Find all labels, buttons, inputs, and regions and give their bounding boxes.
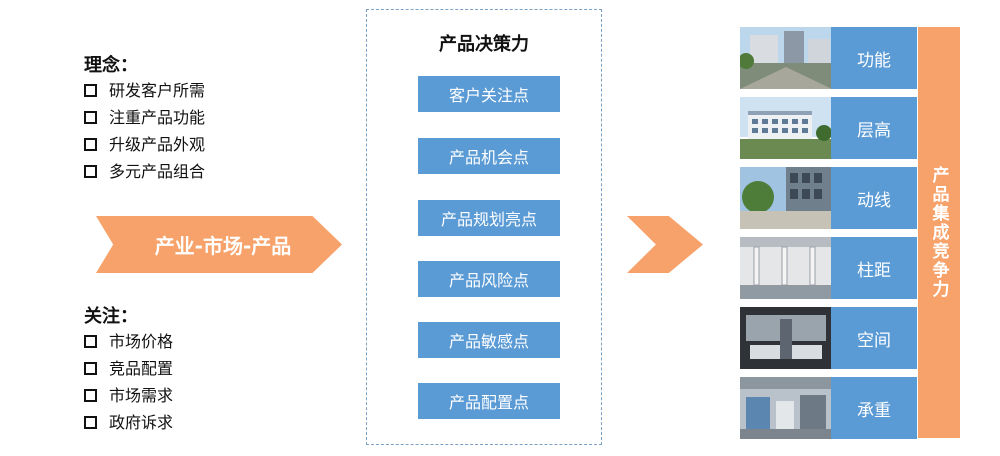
decision-title: 产品决策力 — [439, 34, 529, 55]
feature-floor-height: 层高 — [831, 97, 917, 159]
focus-list: 市场价格 竞品配置 市场需求 政府诉求 — [84, 328, 173, 436]
focus-item-label: 政府诉求 — [109, 413, 174, 432]
concept-title: 理念： — [84, 55, 138, 76]
competitiveness-bar: 产品集成竞争力 — [918, 27, 960, 438]
checkbox-icon — [84, 362, 97, 375]
feature-space: 空间 — [831, 307, 917, 369]
checkbox-icon — [84, 84, 97, 97]
competitiveness-label: 产品集成竞争力 — [928, 166, 949, 299]
concept-item-label: 升级产品外观 — [109, 135, 206, 154]
focus-item-label: 市场价格 — [109, 332, 174, 351]
concept-item-label: 多元产品组合 — [109, 162, 206, 181]
checkbox-icon — [84, 138, 97, 151]
concept-item: 研发客户所需 — [84, 77, 205, 104]
focus-item: 政府诉求 — [84, 409, 173, 436]
concept-item: 注重产品功能 — [84, 104, 205, 131]
feature-circulation: 动线 — [831, 167, 917, 229]
checkbox-icon — [84, 416, 97, 429]
feature-column-spacing: 柱距 — [831, 237, 917, 299]
concept-item-label: 研发客户所需 — [109, 81, 206, 100]
checkbox-icon — [84, 389, 97, 402]
focus-item-label: 市场需求 — [109, 386, 174, 405]
industry-market-product-arrow: 产业-市场-产品 — [96, 216, 342, 273]
concept-list: 研发客户所需 注重产品功能 升级产品外观 多元产品组合 — [84, 77, 205, 185]
decision-item: 产品配置点 — [418, 383, 560, 419]
concept-item-label: 注重产品功能 — [109, 108, 206, 127]
circulation-photo — [740, 167, 832, 229]
decision-item: 产品风险点 — [418, 261, 560, 297]
decision-item: 产品敏感点 — [418, 322, 560, 358]
column-spacing-photo — [740, 237, 832, 299]
focus-item-label: 竞品配置 — [109, 359, 174, 378]
space-photo — [740, 307, 832, 369]
feature-function: 功能 — [831, 27, 917, 89]
checkbox-icon — [84, 111, 97, 124]
checkbox-icon — [84, 165, 97, 178]
focus-item: 市场需求 — [84, 382, 173, 409]
decision-item: 客户关注点 — [418, 76, 560, 112]
building-exterior-photo — [740, 27, 832, 89]
checkbox-icon — [84, 335, 97, 348]
decision-panel: 产品决策力 客户关注点 产品机会点 产品规划亮点 产品风险点 产品敏感点 产品配… — [366, 9, 602, 445]
focus-item: 竞品配置 — [84, 355, 173, 382]
feature-load-bearing: 承重 — [831, 377, 917, 439]
focus-title: 关注： — [84, 306, 138, 327]
flow-arrow — [627, 216, 703, 273]
concept-item: 升级产品外观 — [84, 131, 205, 158]
concept-item: 多元产品组合 — [84, 158, 205, 185]
office-building-photo — [740, 97, 832, 159]
decision-item: 产品规划亮点 — [418, 200, 560, 236]
decision-item: 产品机会点 — [418, 138, 560, 174]
load-bearing-photo — [740, 377, 832, 439]
focus-item: 市场价格 — [84, 328, 173, 355]
arrow-label: 产业-市场-产品 — [154, 234, 292, 258]
